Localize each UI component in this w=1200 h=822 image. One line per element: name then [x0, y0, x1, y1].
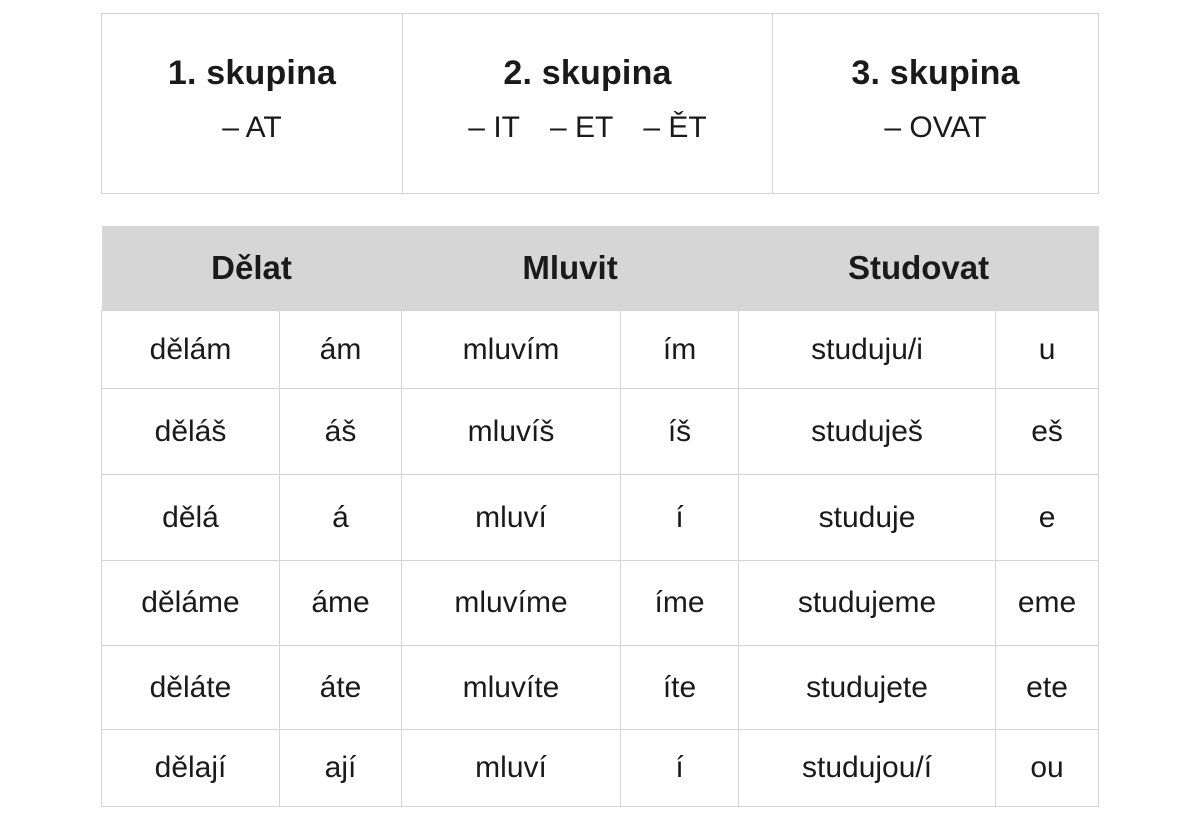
delat-form: děláme — [101, 560, 280, 646]
delat-form: dělá — [101, 474, 280, 561]
delat-form: děláte — [101, 645, 280, 730]
studovat-ending: e — [995, 474, 1100, 561]
studovat-form: studuje — [738, 474, 997, 561]
header-delat: Dělat — [101, 226, 402, 311]
group-2-ending-ět: – ĚT — [643, 111, 707, 144]
mluvit-ending: ím — [620, 310, 740, 389]
group-2-endings: – IT – ET – ĚT — [403, 111, 772, 145]
mluvit-ending: íš — [620, 388, 740, 475]
table-row: dělají ají mluví í studujou/í ou — [101, 729, 1100, 807]
conjugation-table: Dělat Mluvit Studovat dělám ám mluvím ím… — [101, 226, 1100, 807]
table-row: děláš áš mluvíš íš studuješ eš — [101, 388, 1100, 475]
group-1-cell: 1. skupina – AT — [101, 13, 403, 194]
table-row: dělá á mluví í studuje e — [101, 474, 1100, 561]
group-2-ending-et: – ET — [549, 111, 614, 144]
mluvit-form: mluví — [401, 474, 622, 561]
table-row: dělám ám mluvím ím studuju/i u — [101, 310, 1100, 389]
verb-groups-table: 1. skupina – AT 2. skupina – IT– ET– ĚT … — [101, 13, 1099, 194]
table-row: děláte áte mluvíte íte studujete ete — [101, 645, 1100, 730]
mluvit-ending: íme — [620, 560, 740, 646]
delat-ending: áme — [278, 560, 403, 646]
group-2-title: 2. skupina — [503, 54, 672, 92]
group-1-ending-at: – AT — [222, 111, 282, 144]
group-3-endings: – OVAT — [773, 111, 1098, 145]
studovat-ending: ete — [995, 645, 1100, 730]
studovat-form: studuješ — [738, 388, 997, 475]
delat-form: dělají — [101, 729, 280, 807]
studovat-ending: eš — [995, 388, 1100, 475]
delat-ending: áte — [278, 645, 403, 730]
mluvit-form: mluví — [401, 729, 622, 807]
mluvit-ending: í — [620, 729, 740, 807]
delat-ending: ají — [278, 729, 403, 807]
mluvit-form: mluvím — [401, 310, 622, 389]
studovat-ending: eme — [995, 560, 1100, 646]
delat-form: děláš — [101, 388, 280, 475]
studovat-form: studujou/í — [738, 729, 997, 807]
delat-ending: ám — [278, 310, 403, 389]
delat-ending: áš — [278, 388, 403, 475]
studovat-ending: ou — [995, 729, 1100, 807]
verb-groups-row: 1. skupina – AT 2. skupina – IT– ET– ĚT … — [101, 13, 1099, 194]
studovat-form: studujete — [738, 645, 997, 730]
group-3-ending-ovat: – OVAT — [884, 111, 987, 144]
mluvit-form: mluvíme — [401, 560, 622, 646]
group-2-cell: 2. skupina – IT – ET – ĚT — [402, 13, 773, 194]
delat-form: dělám — [101, 310, 280, 389]
conjugation-header-row: Dělat Mluvit Studovat — [101, 226, 1099, 311]
group-3-title: 3. skupina — [851, 54, 1020, 92]
group-2-ending-it: – IT — [468, 111, 520, 144]
mluvit-form: mluvíte — [401, 645, 622, 730]
header-studovat: Studovat — [738, 226, 1099, 311]
studovat-form: studujeme — [738, 560, 997, 646]
group-1-endings: – AT — [102, 111, 402, 145]
mluvit-ending: íte — [620, 645, 740, 730]
group-3-cell: 3. skupina – OVAT — [772, 13, 1099, 194]
studovat-form: studuju/i — [738, 310, 997, 389]
table-row: děláme áme mluvíme íme studujeme eme — [101, 560, 1100, 646]
mluvit-form: mluvíš — [401, 388, 622, 475]
group-1-title: 1. skupina — [167, 54, 337, 92]
header-mluvit: Mluvit — [401, 226, 739, 311]
delat-ending: á — [278, 474, 403, 561]
studovat-ending: u — [995, 310, 1100, 389]
mluvit-ending: í — [620, 474, 740, 561]
